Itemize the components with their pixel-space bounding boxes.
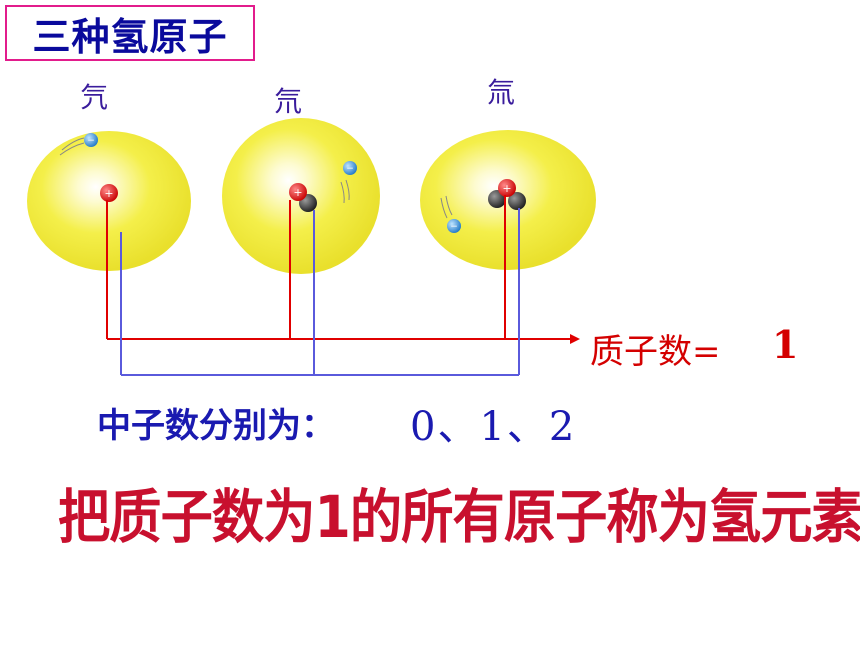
proton-count-label: 质子数= xyxy=(590,332,721,372)
conclusion-text: 把质子数为1的所有原子称为氢元素 xyxy=(58,483,860,551)
neutron-icon xyxy=(508,192,526,210)
tritium-atom: − + xyxy=(420,130,596,270)
svg-text:−: − xyxy=(450,222,458,232)
arrow-right-icon xyxy=(570,334,580,344)
neutron-count-values: 0、1、2 xyxy=(410,404,577,450)
proton-connector-lines xyxy=(106,195,572,340)
svg-text:−: − xyxy=(87,136,95,146)
proton-icon: + xyxy=(100,184,118,202)
proton-icon: + xyxy=(289,183,307,201)
svg-text:−: − xyxy=(346,164,354,174)
neutron-connector-lines xyxy=(120,208,520,376)
electron-icon: − xyxy=(340,161,357,204)
proton-count-value: 1 xyxy=(772,322,799,367)
protium-atom: − + xyxy=(27,131,191,271)
slide-title: 三种氢原子 xyxy=(5,5,255,61)
proton-icon: + xyxy=(498,179,516,197)
neutron-count-label: 中子数分别为： xyxy=(97,406,335,446)
deuterium-atom: − + xyxy=(222,118,380,274)
svg-text:+: + xyxy=(502,182,511,195)
isotope-name-tritium: 氚 xyxy=(487,76,516,109)
svg-text:+: + xyxy=(104,187,113,200)
svg-text:+: + xyxy=(293,186,302,199)
isotope-name-protium: 氕 xyxy=(80,81,109,114)
isotope-name-deuterium: 氘 xyxy=(274,85,303,118)
electron-icon: − xyxy=(59,133,98,156)
electron-icon: − xyxy=(440,195,461,233)
